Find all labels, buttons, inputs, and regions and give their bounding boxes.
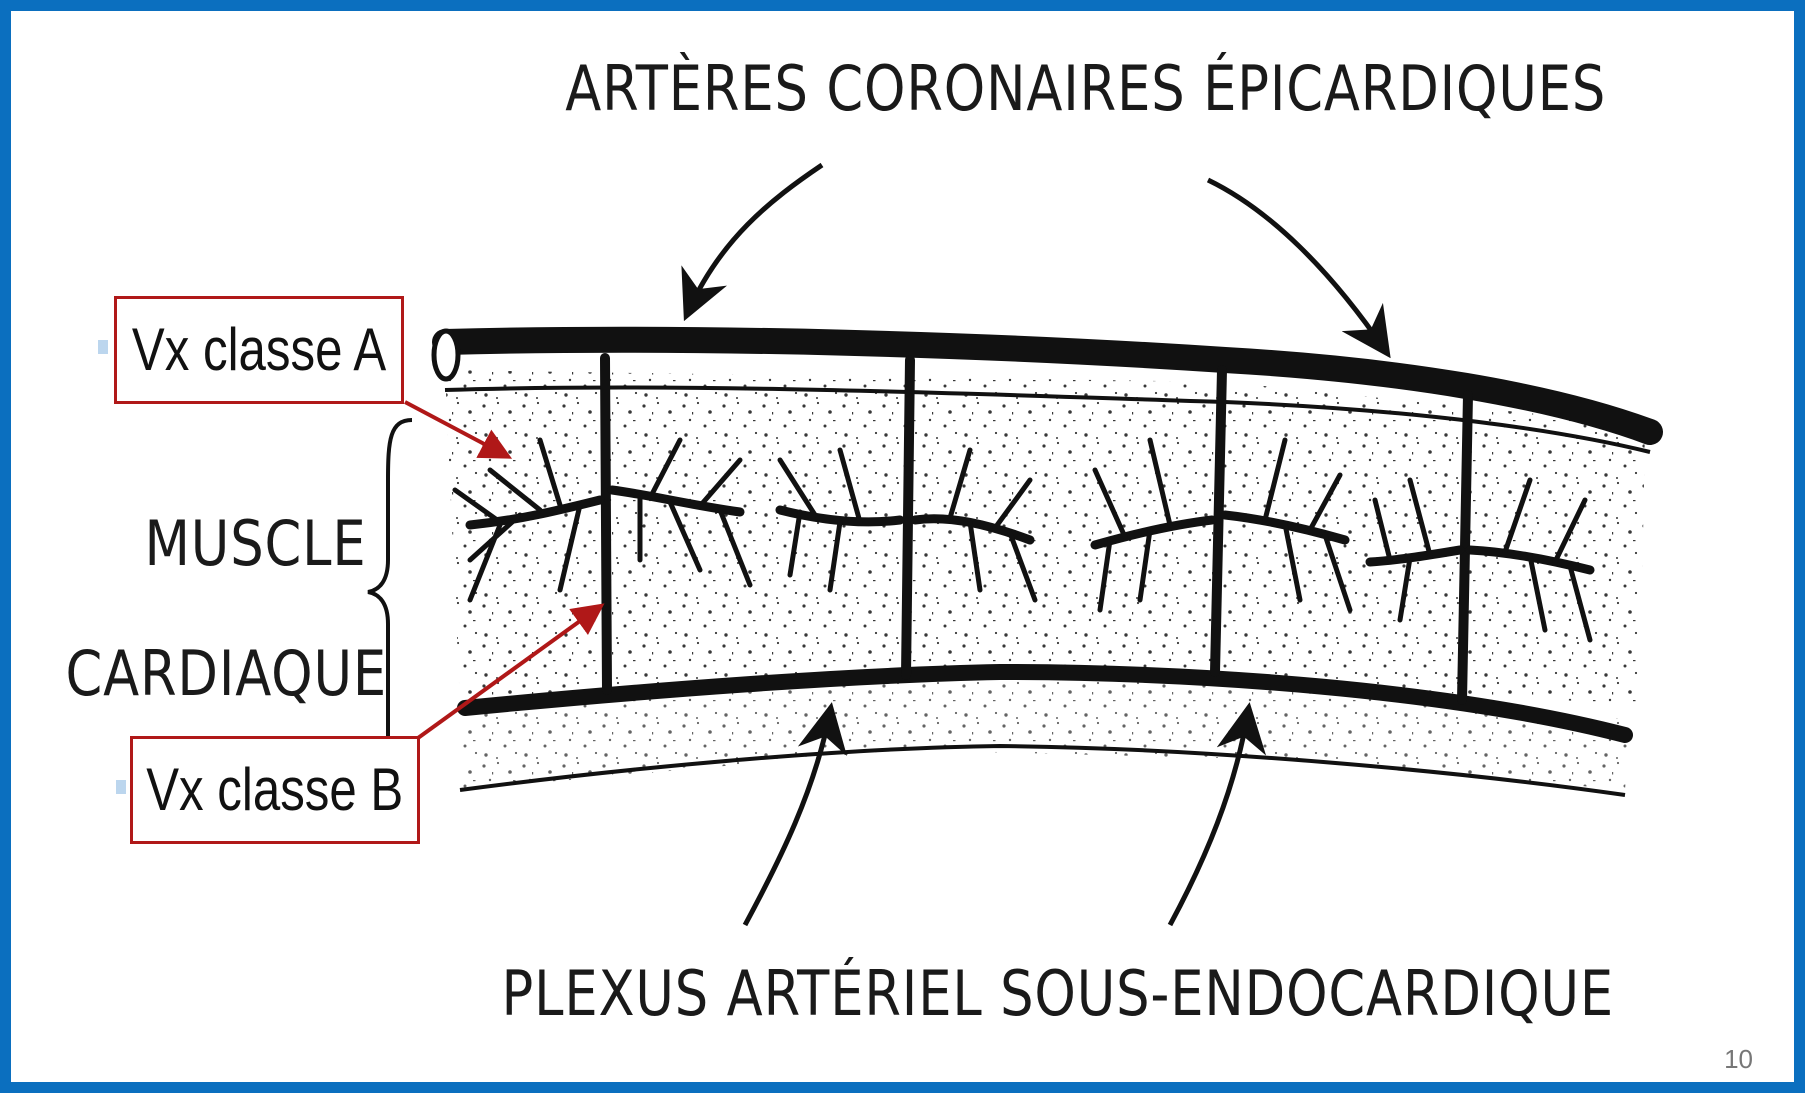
label-vx-classe-b: Vx classe B <box>130 736 420 844</box>
bullet-marker-a <box>98 340 108 354</box>
page-number: 10 <box>1724 1044 1753 1075</box>
arrow-epicardial-right <box>1208 180 1385 350</box>
muscle-brace <box>368 420 412 782</box>
muscle-label-line1: MUSCLE <box>145 508 367 580</box>
artery-cross-section <box>434 331 458 379</box>
title-subendocardial-plexus: PLEXUS ARTÉRIEL SOUS-ENDOCARDIQUE <box>502 957 1615 1030</box>
label-vx-classe-a: Vx classe A <box>114 296 404 404</box>
label-vx-classe-a-text: Vx classe A <box>132 320 386 380</box>
bullet-marker-b <box>116 780 126 794</box>
muscle-label-line2: CARDIAQUE <box>65 638 387 710</box>
title-epicardial-arteries: ARTÈRES CORONAIRES ÉPICARDIQUES <box>565 52 1606 125</box>
arrow-epicardial-left <box>688 165 822 312</box>
label-vx-classe-b-text: Vx classe B <box>146 760 403 820</box>
